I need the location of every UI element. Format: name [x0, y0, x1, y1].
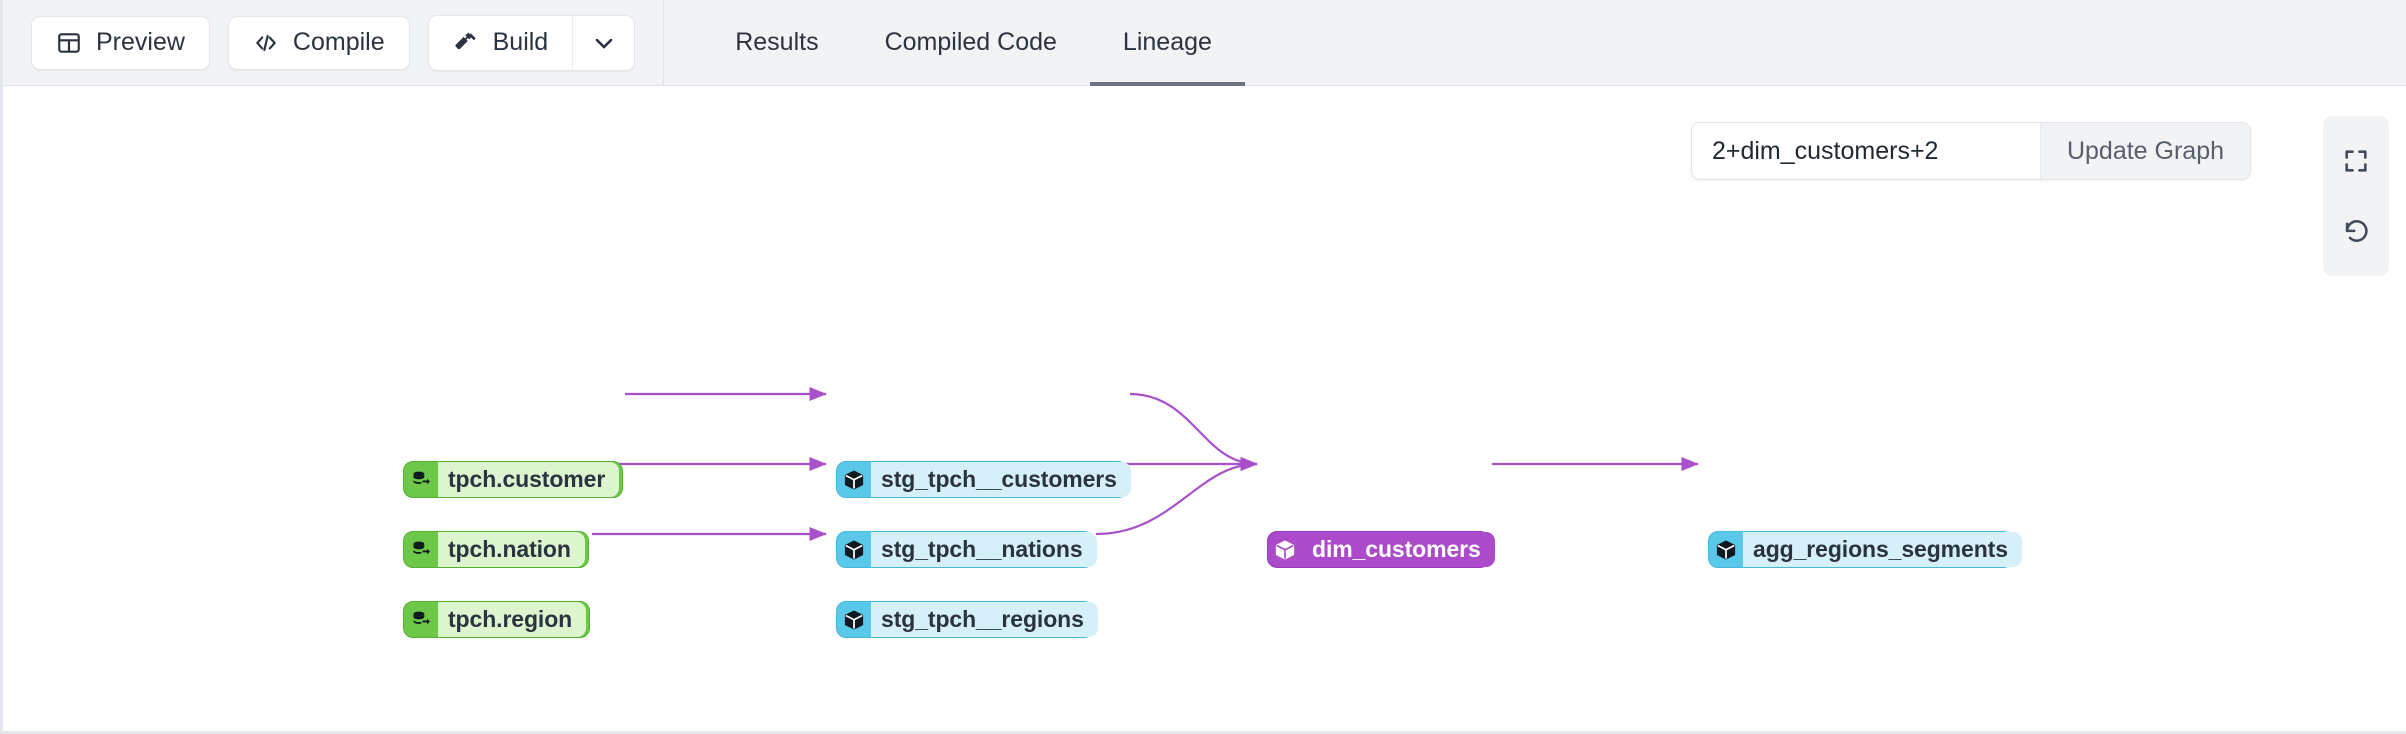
- graph-node-label: agg_regions_segments: [1743, 532, 2022, 567]
- cube-icon: [837, 532, 871, 567]
- graph-node-label: tpch.nation: [438, 532, 585, 567]
- graph-node-stg-tpch-customers[interactable]: stg_tpch__customers: [836, 461, 1131, 498]
- lineage-selector-group: Update Graph: [1690, 122, 2251, 180]
- update-graph-button[interactable]: Update Graph: [2039, 123, 2250, 179]
- cube-icon: [1709, 532, 1743, 567]
- build-split-button: Build: [427, 14, 636, 71]
- graph-node-tpch-customer[interactable]: tpch.customer: [403, 461, 623, 498]
- lineage-selector-input[interactable]: [1691, 123, 2040, 179]
- tab-results-label: Results: [735, 28, 819, 56]
- action-button-group: Preview Compile: [3, 14, 636, 71]
- graph-node-tpch-region[interactable]: tpch.region: [403, 601, 590, 638]
- graph-edges: [591, 386, 1699, 542]
- graph-tool-stack: [2323, 116, 2389, 276]
- tab-bar: Results Compiled Code Lineage: [664, 0, 1245, 86]
- reset-icon: [2342, 217, 2371, 246]
- graph-node-label: tpch.customer: [438, 462, 620, 497]
- graph-node-dim-customers[interactable]: dim_customers: [1267, 531, 1495, 568]
- graph-node-label: stg_tpch__customers: [871, 462, 1131, 497]
- preview-button[interactable]: Preview: [31, 15, 210, 70]
- chevron-down-icon: [590, 29, 618, 57]
- code-icon: [253, 30, 279, 56]
- compile-button[interactable]: Compile: [227, 15, 410, 70]
- graph-node-label: tpch.region: [438, 602, 587, 637]
- lineage-canvas[interactable]: tpch.customer tpch.nation: [3, 86, 2406, 731]
- compile-button-label: Compile: [292, 28, 385, 56]
- hammer-icon: [453, 30, 479, 56]
- build-dropdown-toggle[interactable]: [572, 15, 634, 70]
- graph-node-tpch-nation[interactable]: tpch.nation: [403, 531, 589, 568]
- database-icon: [404, 462, 438, 497]
- preview-button-label: Preview: [96, 28, 185, 56]
- lineage-graph: tpch.customer tpch.nation: [3, 86, 2406, 731]
- cube-icon: [837, 462, 871, 497]
- table-icon: [56, 30, 82, 56]
- build-button[interactable]: Build: [428, 15, 573, 70]
- tab-compiled-code[interactable]: Compiled Code: [852, 0, 1090, 86]
- build-button-label: Build: [492, 28, 549, 56]
- tab-compiled-code-label: Compiled Code: [884, 28, 1057, 56]
- fullscreen-button[interactable]: [2323, 126, 2389, 196]
- tab-results[interactable]: Results: [702, 0, 851, 86]
- graph-node-stg-tpch-nations[interactable]: stg_tpch__nations: [836, 531, 1097, 568]
- reset-graph-button[interactable]: [2323, 196, 2389, 266]
- toolbar-divider: [663, 0, 665, 86]
- graph-node-stg-tpch-regions[interactable]: stg_tpch__regions: [836, 601, 1098, 638]
- fullscreen-icon: [2342, 147, 2370, 175]
- database-icon: [404, 532, 438, 567]
- cube-icon: [837, 602, 871, 637]
- graph-node-agg-regions-segments[interactable]: agg_regions_segments: [1708, 531, 2022, 568]
- cube-icon: [1268, 532, 1302, 567]
- graph-node-label: stg_tpch__nations: [871, 532, 1097, 567]
- graph-node-label: dim_customers: [1302, 532, 1495, 567]
- database-icon: [404, 602, 438, 637]
- tab-lineage-label: Lineage: [1122, 28, 1212, 56]
- update-graph-button-label: Update Graph: [2066, 136, 2224, 165]
- graph-node-label: stg_tpch__regions: [871, 602, 1098, 637]
- toolbar: Preview Compile: [3, 0, 2406, 86]
- tab-lineage[interactable]: Lineage: [1089, 0, 1245, 86]
